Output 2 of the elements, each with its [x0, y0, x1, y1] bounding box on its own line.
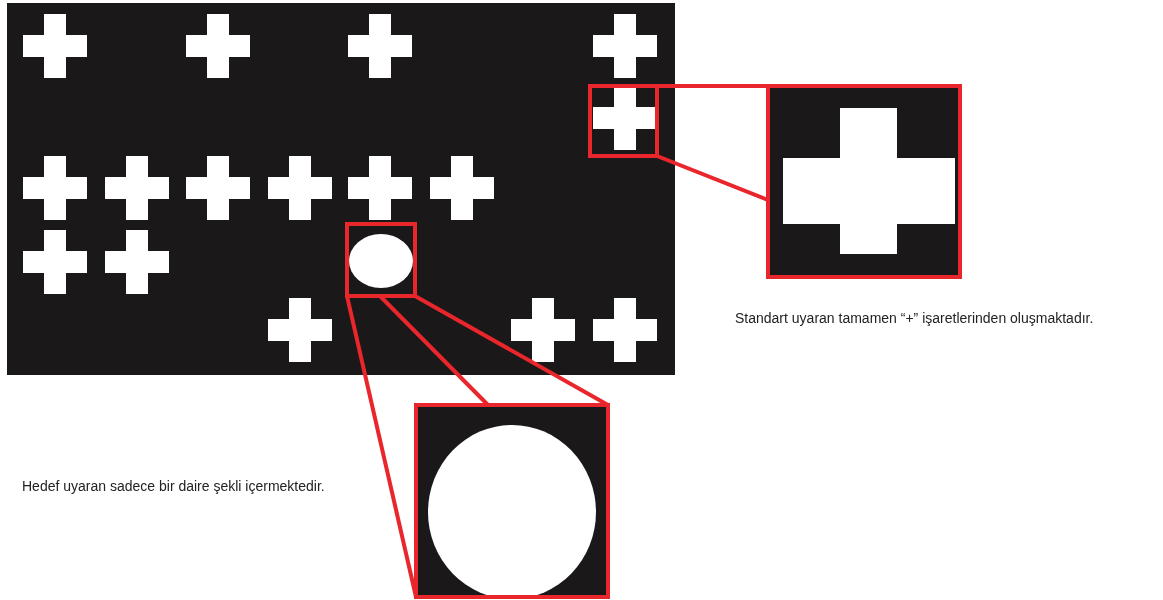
- caption-text: Standart uyaran tamamen “+” işaretlerinden oluşmaktadır.: [735, 310, 1094, 326]
- caption-text: Hedef uyaran sadece bir daire şekli içermektedir.: [22, 478, 325, 494]
